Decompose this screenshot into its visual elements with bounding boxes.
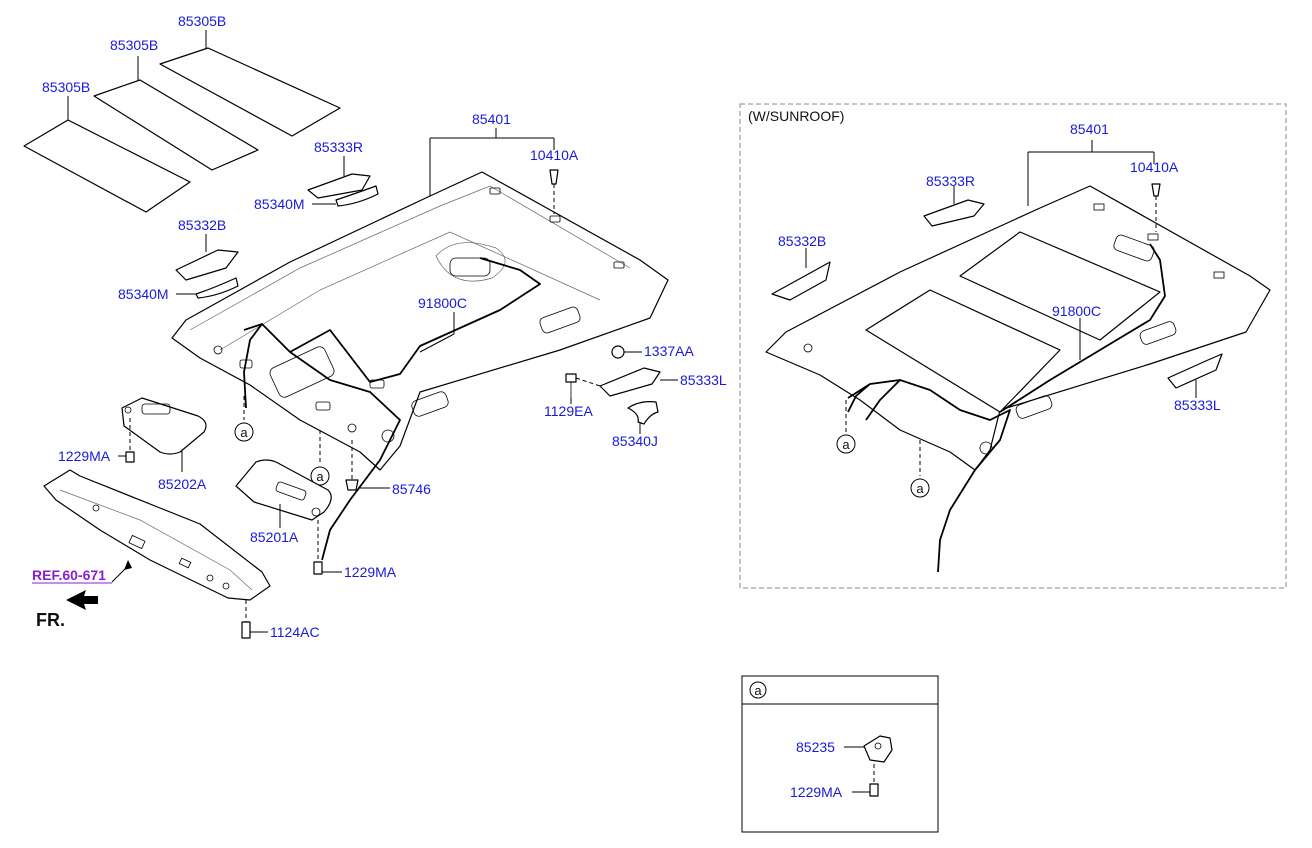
label-85305b-1[interactable]: 85305B xyxy=(42,79,90,95)
bracket-85332b[interactable] xyxy=(175,249,239,281)
sunroof-bracket-85332b[interactable] xyxy=(771,261,831,301)
wiring-harness[interactable] xyxy=(243,257,541,561)
label-85332b[interactable]: 85332B xyxy=(178,217,226,233)
detail-a-header: a xyxy=(754,683,762,698)
sunroof-panel-title: (W/SUNROOF) xyxy=(748,108,844,124)
sunroof-label-85333r[interactable]: 85333R xyxy=(926,173,975,189)
label-1229ma-right[interactable]: 1229MA xyxy=(344,564,397,580)
label-85746[interactable]: 85746 xyxy=(392,481,431,497)
screw-1124ac[interactable] xyxy=(241,600,268,639)
screw-1229ma-left[interactable] xyxy=(118,418,135,463)
screw-1229ma-right[interactable] xyxy=(313,520,342,575)
label-85333r[interactable]: 85333R xyxy=(314,139,363,155)
detail-marker-a-2[interactable]: a xyxy=(316,469,324,484)
roof-rail-ref[interactable] xyxy=(43,469,271,601)
sun-visor-85201a[interactable] xyxy=(235,459,332,521)
handle-85340m-right[interactable] xyxy=(335,185,379,207)
label-85401[interactable]: 85401 xyxy=(472,111,511,127)
label-85305b-2[interactable]: 85305B xyxy=(110,37,158,53)
handle-85340m-left[interactable] xyxy=(195,277,239,299)
sun-visor-85202a[interactable] xyxy=(121,397,207,455)
label-85305b-3[interactable]: 85305B xyxy=(178,13,226,29)
sunroof-bracket-85333l[interactable] xyxy=(1167,353,1223,389)
sunroof-wiring-harness[interactable] xyxy=(847,243,1166,573)
label-85201a[interactable]: 85201A xyxy=(250,529,299,545)
sunroof-headlining[interactable] xyxy=(765,185,1271,471)
label-85340j[interactable]: 85340J xyxy=(612,433,658,449)
clip-85746[interactable] xyxy=(345,440,390,491)
sunroof-label-10410a[interactable]: 10410A xyxy=(1130,159,1179,175)
detail-marker-a-1[interactable]: a xyxy=(240,425,248,440)
sunroof-bracket-85333r[interactable] xyxy=(923,199,985,227)
label-10410a[interactable]: 10410A xyxy=(530,147,579,163)
label-85340m-right[interactable]: 85340M xyxy=(254,196,305,212)
label-85333l[interactable]: 85333L xyxy=(680,372,727,388)
front-arrow-icon xyxy=(66,590,98,610)
sunroof-label-85333l[interactable]: 85333L xyxy=(1174,397,1221,413)
label-85340m-left[interactable]: 85340M xyxy=(118,286,169,302)
sunroof-screw-10410a[interactable] xyxy=(1151,183,1161,232)
handle-85340j[interactable] xyxy=(627,401,659,425)
screw-10410a[interactable] xyxy=(549,169,559,214)
holder-85235[interactable] xyxy=(863,735,893,763)
sunroof-detail-marker-a-1[interactable]: a xyxy=(842,437,850,452)
label-91800c[interactable]: 91800C xyxy=(418,295,467,311)
bolt-1129ea[interactable] xyxy=(565,373,601,404)
label-1129ea[interactable]: 1129EA xyxy=(544,403,593,419)
pad-3[interactable] xyxy=(159,47,341,137)
sunroof-detail-marker-a-2[interactable]: a xyxy=(916,481,924,496)
label-1229ma-left[interactable]: 1229MA xyxy=(58,448,111,464)
sunroof-panel-frame xyxy=(739,103,1287,589)
headlining[interactable] xyxy=(171,171,669,471)
screw-1229ma-detail[interactable] xyxy=(869,783,879,797)
pad-2[interactable] xyxy=(93,79,259,171)
headlining-pads xyxy=(23,30,341,213)
bracket-85333r[interactable] xyxy=(307,173,371,199)
nut-1337aa[interactable] xyxy=(611,345,642,359)
sunroof-label-91800c[interactable]: 91800C xyxy=(1052,303,1101,319)
sunroof-label-85332b[interactable]: 85332B xyxy=(778,233,826,249)
sunroof-label-85401[interactable]: 85401 xyxy=(1070,121,1109,137)
ref-link-60-671[interactable]: REF.60-671 xyxy=(32,567,106,583)
pad-1[interactable] xyxy=(23,119,191,213)
label-1337aa[interactable]: 1337AA xyxy=(644,343,694,359)
detail-label-1229ma[interactable]: 1229MA xyxy=(790,784,843,800)
bracket-85333l[interactable] xyxy=(599,367,661,397)
front-label: FR. xyxy=(36,610,65,630)
label-1124ac[interactable]: 1124AC xyxy=(270,624,320,640)
main-diagram: a a xyxy=(23,13,727,640)
label-85202a[interactable]: 85202A xyxy=(158,476,207,492)
detail-a-box: a 85235 1229MA xyxy=(741,675,939,833)
detail-label-85235[interactable]: 85235 xyxy=(796,739,835,755)
sunroof-variant-panel: (W/SUNROOF) xyxy=(739,103,1287,589)
